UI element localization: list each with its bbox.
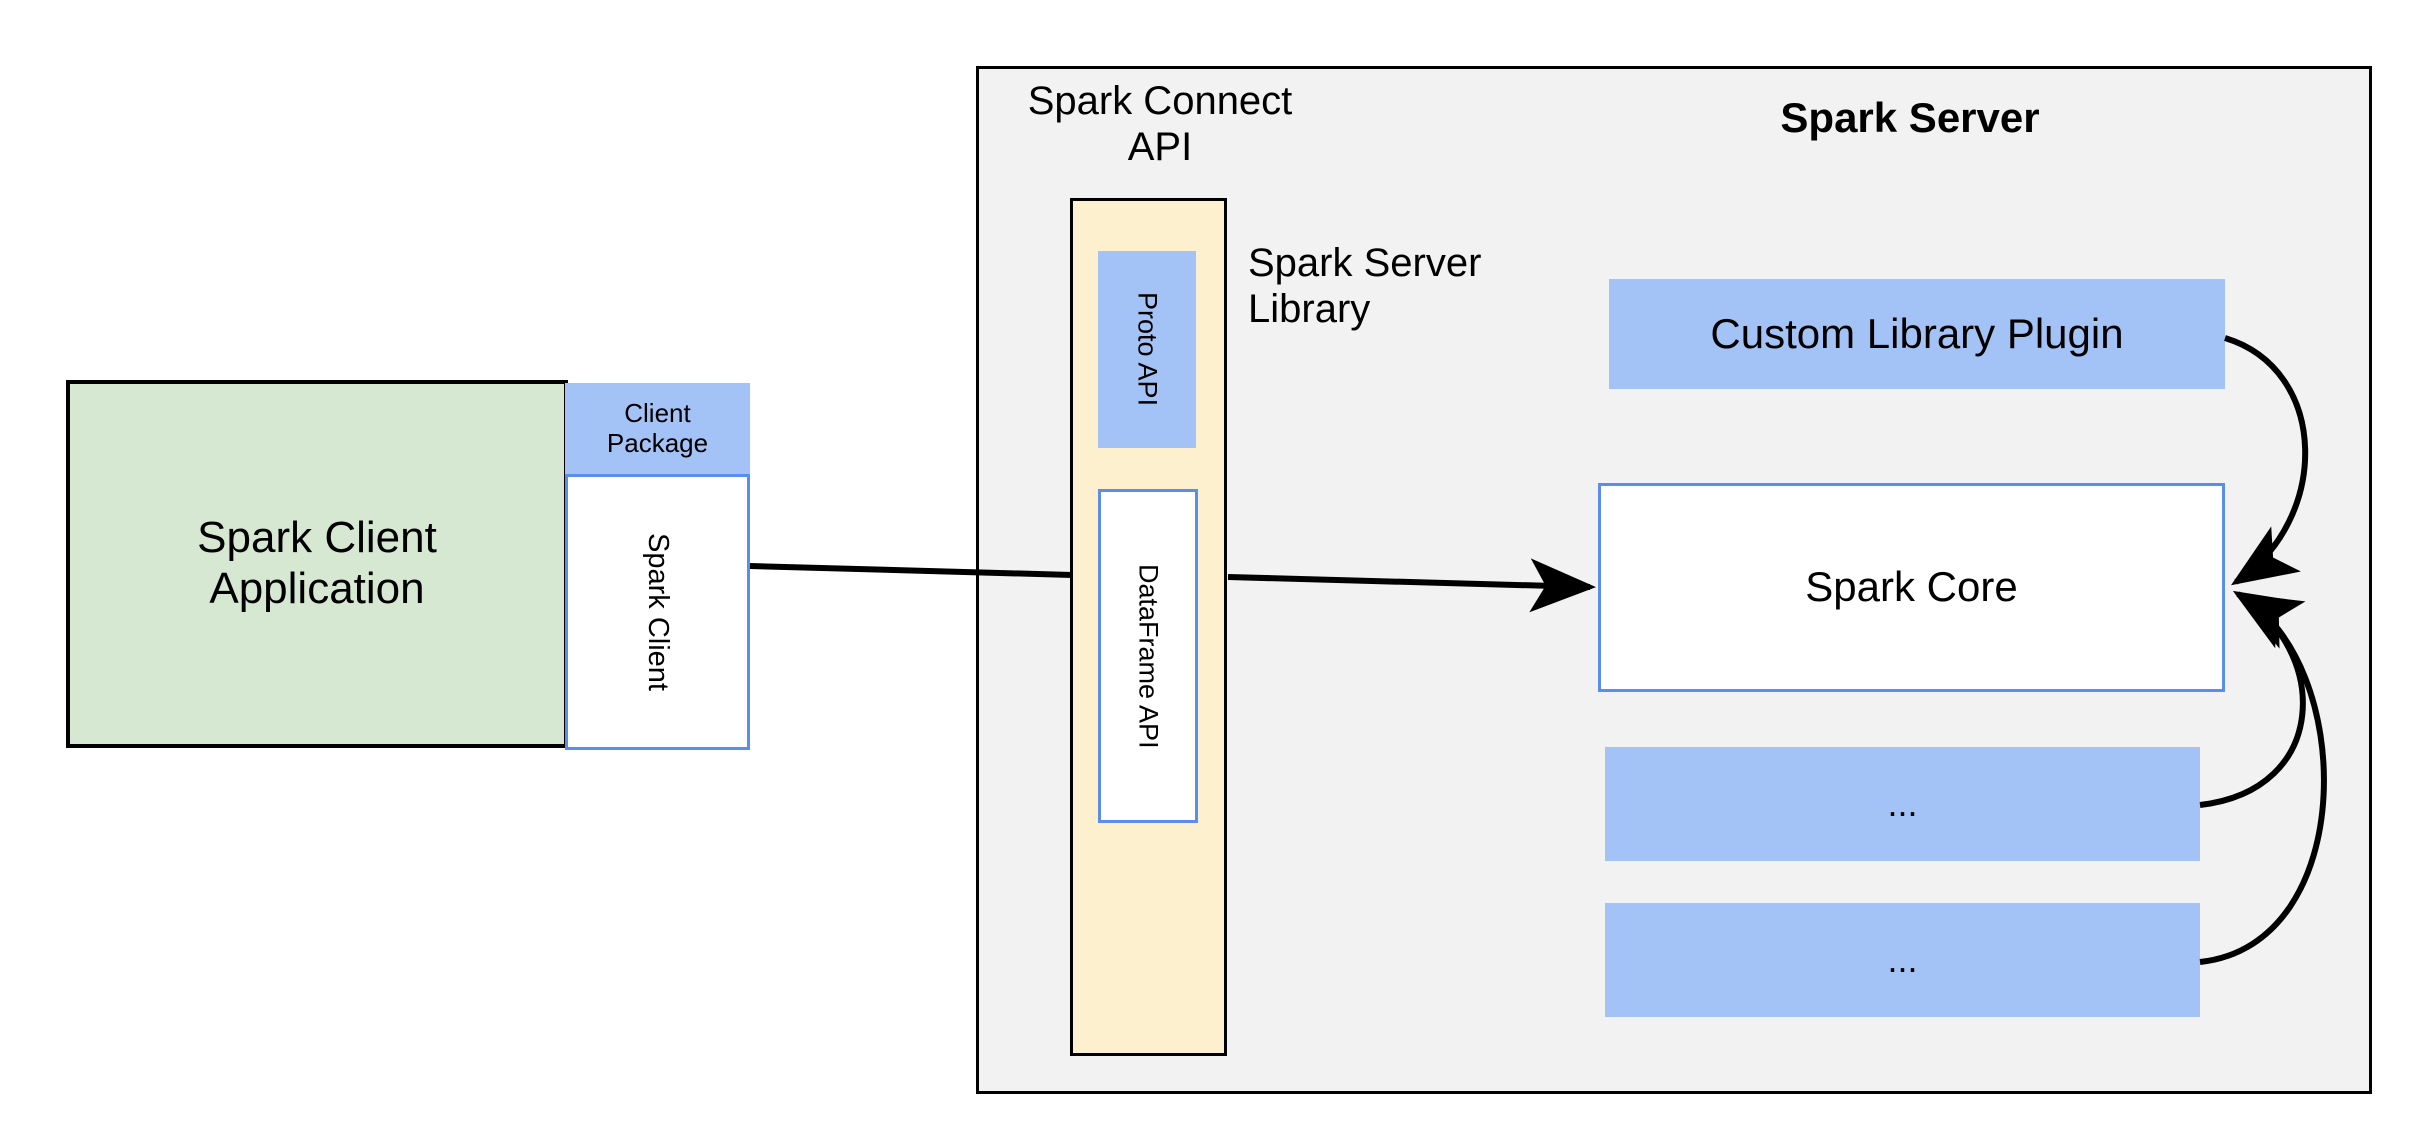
spark-client-label: Spark Client — [642, 533, 675, 691]
spark-client-application-line2: Application — [209, 564, 425, 613]
spark-server-library-line1: Spark Server — [1248, 241, 1482, 285]
spark-connect-api-line1: Spark Connect — [1027, 79, 1293, 123]
spark-server-library-label: Spark Server Library — [1248, 240, 1578, 350]
spark-core-label: Spark Core — [1805, 563, 2018, 611]
spark-client-application-line1: Spark Client — [197, 513, 437, 563]
server-component-ellipsis-1-label: ... — [1887, 783, 1918, 825]
server-component-ellipsis-1[interactable]: ... — [1605, 747, 2200, 861]
spark-core-box[interactable]: Spark Core — [1598, 483, 2225, 692]
client-package-line1: Client — [624, 397, 691, 428]
client-package-box[interactable]: Client Package — [565, 383, 750, 474]
proto-api-label: Proto API — [1132, 292, 1163, 407]
spark-client-application-box[interactable]: Spark Client Application — [66, 380, 568, 748]
client-package-line2: Package — [606, 427, 709, 458]
proto-api-box[interactable]: Proto API — [1098, 251, 1196, 448]
spark-connect-api-label: Spark Connect API — [1010, 68, 1310, 169]
spark-server-title: Spark Server — [1780, 93, 2040, 141]
spark-server-library-line2: Library — [1248, 287, 1371, 331]
spark-connect-api-line2: API — [1127, 125, 1193, 169]
spark-client-box[interactable]: Spark Client — [565, 474, 750, 750]
dataframe-api-box[interactable]: DataFrame API — [1098, 489, 1198, 823]
custom-library-plugin-box[interactable]: Custom Library Plugin — [1609, 279, 2225, 389]
custom-library-plugin-label: Custom Library Plugin — [1710, 309, 2124, 357]
server-component-ellipsis-2[interactable]: ... — [1605, 903, 2200, 1017]
server-component-ellipsis-2-label: ... — [1887, 939, 1918, 981]
dataframe-api-label: DataFrame API — [1133, 563, 1164, 749]
